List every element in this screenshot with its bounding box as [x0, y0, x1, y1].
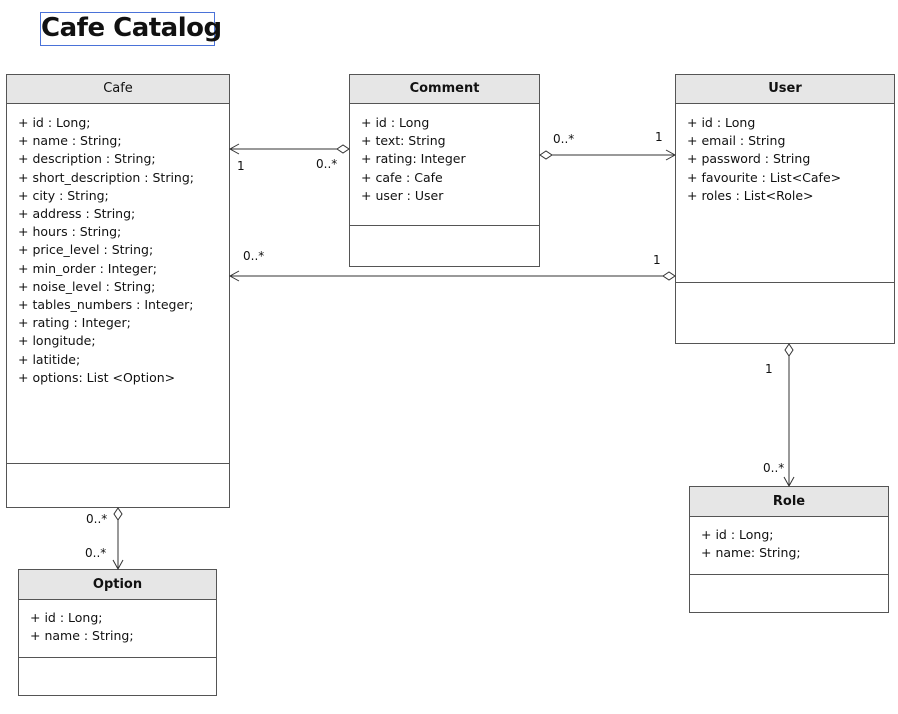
attribute: + name : String;	[18, 133, 122, 149]
class-option-name: Option	[19, 570, 216, 600]
association-comment-user[interactable]	[539, 149, 677, 161]
class-comment-name: Comment	[350, 75, 539, 104]
attribute: + min_order : Integer;	[18, 260, 157, 276]
class-user-operations-divider	[676, 282, 894, 283]
attribute: + user : User	[361, 187, 444, 203]
attribute: + short_description : String;	[18, 169, 194, 185]
attribute: + rating : Integer;	[18, 315, 131, 331]
class-cafe[interactable]: Cafe + id : Long; + name : String; + des…	[6, 74, 230, 508]
class-option-operations-divider	[19, 657, 216, 658]
multiplicity-label: 0..*	[85, 546, 107, 560]
attribute: + hours : String;	[18, 224, 122, 240]
attribute: + tables_numbers : Integer;	[18, 297, 194, 313]
attribute: + favourite : List<Cafe>	[687, 169, 842, 185]
class-comment[interactable]: Comment + id : Long + text: String + rat…	[349, 74, 540, 267]
attribute: + roles : List<Role>	[687, 187, 814, 203]
diagram-title: Cafe Catalog	[40, 12, 222, 46]
class-comment-attributes: + id : Long + text: String + rating: Int…	[350, 114, 539, 205]
multiplicity-label: 0..*	[86, 512, 108, 526]
association-comment-cafe[interactable]	[228, 143, 350, 155]
class-user-name: User	[676, 75, 894, 104]
multiplicity-label: 1	[765, 362, 773, 376]
attribute: + email : String	[687, 133, 786, 149]
attribute: + longitude;	[18, 333, 96, 349]
attribute: + city : String;	[18, 187, 109, 203]
multiplicity-label: 0..*	[553, 132, 575, 146]
attribute: + text: String	[361, 133, 446, 149]
attribute: + id : Long;	[30, 610, 103, 625]
attribute: + password : String	[687, 151, 811, 167]
class-comment-operations-divider	[350, 225, 539, 226]
attribute: + name : String;	[30, 628, 134, 644]
attribute: + rating: Integer	[361, 151, 466, 167]
attribute: + options: List <Option>	[18, 369, 176, 385]
class-role-attributes: + id : Long; + name: String;	[690, 526, 888, 562]
class-role-operations-divider	[690, 574, 888, 575]
class-user-attributes: + id : Long + email : String + password …	[676, 114, 894, 205]
association-user-role[interactable]	[783, 343, 795, 488]
attribute: + cafe : Cafe	[361, 169, 443, 185]
class-role-name: Role	[690, 487, 888, 517]
class-cafe-operations-divider	[7, 463, 229, 464]
multiplicity-label: 0..*	[316, 157, 338, 171]
attribute: + latitide;	[18, 351, 81, 367]
multiplicity-label: 0..*	[243, 249, 265, 263]
multiplicity-label: 1	[653, 253, 661, 267]
attribute: + description : String;	[18, 151, 156, 167]
attribute: + id : Long	[687, 115, 756, 130]
attribute: + address : String;	[18, 206, 136, 222]
class-cafe-attributes: + id : Long; + name : String; + descript…	[7, 114, 229, 387]
attribute: + noise_level : String;	[18, 278, 156, 294]
multiplicity-label: 1	[237, 159, 245, 173]
class-role[interactable]: Role + id : Long; + name: String;	[689, 486, 889, 613]
attribute: + id : Long;	[701, 527, 774, 542]
attribute: + id : Long	[361, 115, 430, 130]
class-cafe-name: Cafe	[7, 75, 229, 104]
multiplicity-label: 1	[655, 130, 663, 144]
class-option[interactable]: Option + id : Long; + name : String;	[18, 569, 217, 696]
attribute: + name: String;	[701, 545, 801, 561]
association-cafe-option[interactable]	[112, 507, 124, 571]
attribute: + id : Long;	[18, 115, 91, 130]
attribute: + price_level : String;	[18, 242, 154, 258]
class-option-attributes: + id : Long; + name : String;	[19, 609, 216, 645]
class-user[interactable]: User + id : Long + email : String + pass…	[675, 74, 895, 344]
multiplicity-label: 0..*	[763, 461, 785, 475]
association-user-cafe[interactable]	[228, 270, 676, 282]
